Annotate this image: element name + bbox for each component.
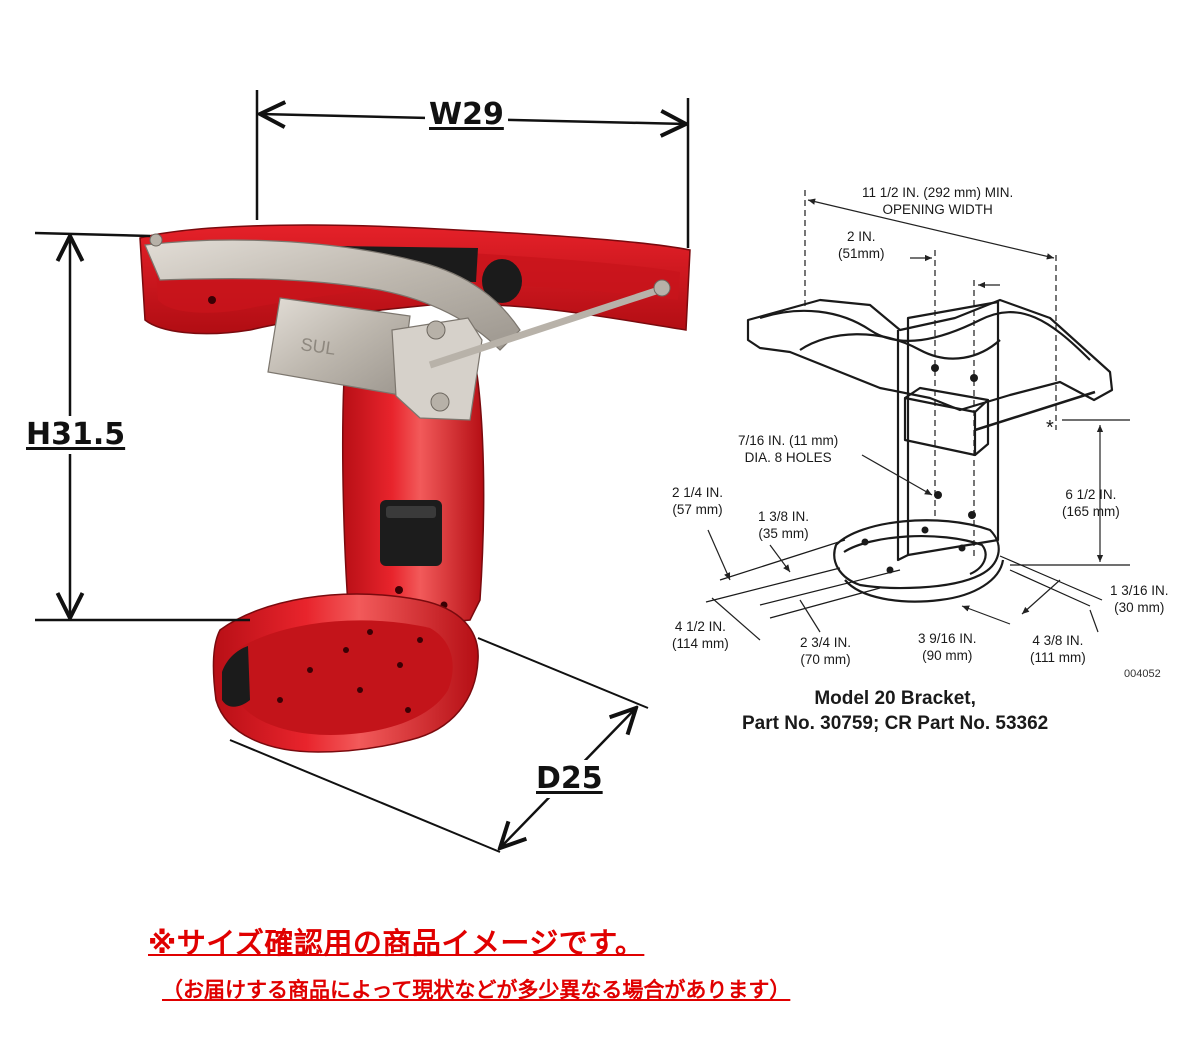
technical-drawing xyxy=(705,190,1130,619)
label-4-half: 4 1/2 IN. (114 mm) xyxy=(672,619,729,651)
drawing-dimensions xyxy=(707,198,1104,641)
label-1-3-8: 1 3/8 IN. (35 mm) xyxy=(758,509,810,541)
dim-opening-arrow xyxy=(807,198,1055,260)
label-6-half: 6 1/2 IN. (165 mm) xyxy=(1062,487,1120,519)
drawing-clamp xyxy=(903,396,977,457)
figure-id: 004052 xyxy=(1124,668,1161,680)
label-1-3-16: 1 3/16 IN. (30 mm) xyxy=(1110,583,1169,615)
rubber-bumper-round xyxy=(482,259,522,303)
dim-holes-leader xyxy=(861,454,933,496)
height-label: H31.5 xyxy=(22,416,130,454)
strap-stamp: SUL xyxy=(299,334,336,359)
tie-rod xyxy=(428,284,667,369)
steel-strap xyxy=(144,239,521,351)
label-3-9-16: 3 9/16 IN. (90 mm) xyxy=(918,631,977,663)
label-2in: 2 IN. (51mm) xyxy=(838,229,885,261)
width-label: W29 xyxy=(425,96,508,134)
drawing-cup xyxy=(833,519,1000,590)
steel-clamp-block xyxy=(267,297,411,396)
label-2-3-4: 2 3/4 IN. (70 mm) xyxy=(800,635,852,667)
label-holes: 7/16 IN. (11 mm) DIA. 8 HOLES xyxy=(738,433,839,465)
notice-main: ※サイズ確認用の商品イメージです。 xyxy=(148,926,645,960)
label-4-3-8: 4 3/8 IN. (111 mm) xyxy=(1030,633,1086,665)
depth-label: D25 xyxy=(532,760,607,798)
label-opening-width: 11 1/2 IN. (292 mm) MIN. OPENING WIDTH xyxy=(862,185,1014,217)
notice-sub: （お届けする商品によって現状などが多少異なる場合があります） xyxy=(162,978,791,1002)
latch-lever xyxy=(391,317,483,421)
bracket-photo: SUL xyxy=(139,224,691,753)
label-2-quarter: 2 1/4 IN. (57 mm) xyxy=(672,485,724,517)
drawing-strap xyxy=(746,298,1114,412)
label-asterisk: * xyxy=(1046,417,1054,439)
drawing-caption: Model 20 Bracket, Part No. 30759; CR Par… xyxy=(742,688,1049,734)
